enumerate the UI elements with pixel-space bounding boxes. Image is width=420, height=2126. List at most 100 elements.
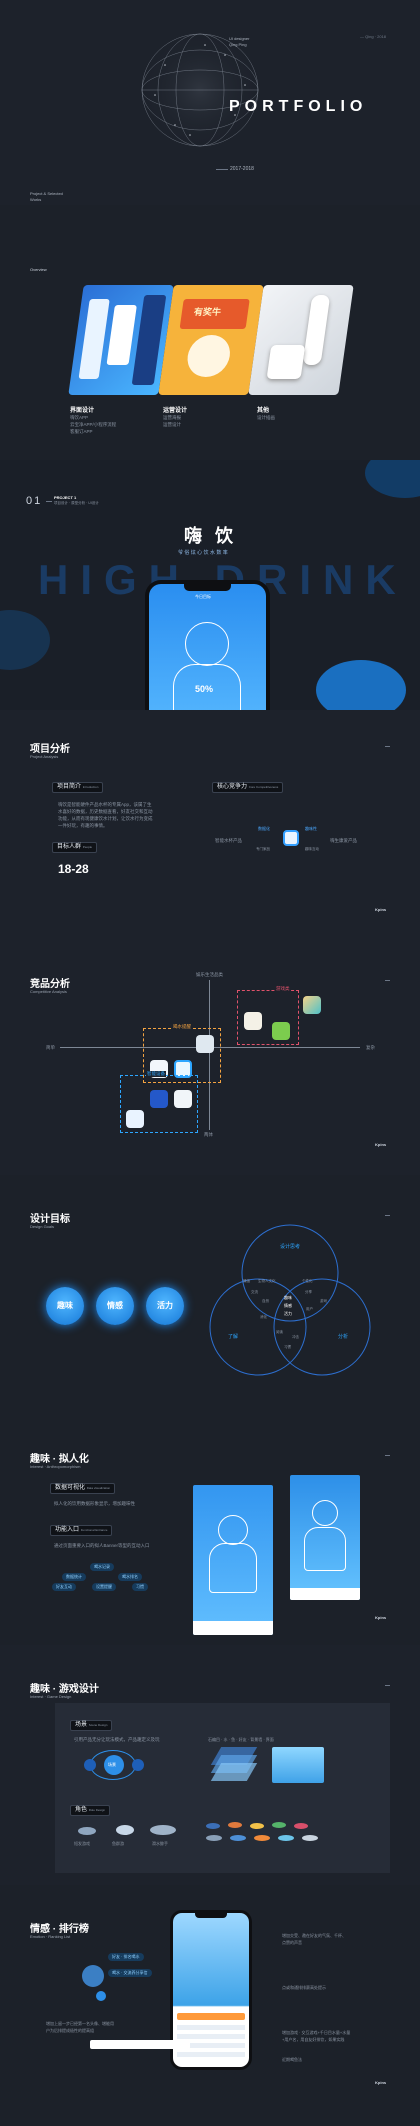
card-line: 云宝净APP/小程序流程	[70, 422, 117, 427]
core-label: 核心竞争力 Core Competitiveness	[212, 782, 284, 793]
section-subtitle: Interest · Anthropomorphism	[30, 1464, 81, 1469]
target-label-en: People	[82, 845, 93, 849]
intro-label-en: Introduction	[82, 785, 99, 789]
brand-mark: Kpins	[375, 1615, 387, 1620]
intro-line: 水喜好的数据，历史数据查看，好友社交和互动	[58, 809, 153, 814]
card-ui-design[interactable]	[68, 285, 174, 395]
venn-word: 用户	[306, 1307, 313, 1311]
intro-line: 一件好玩，有趣的事情。	[58, 823, 108, 828]
intro-line: 功能，从而有现健康饮水计划，让饮水行为变成	[58, 816, 153, 821]
box-game	[237, 990, 299, 1045]
right-text: 增加交受、邀在好友的气氛、千杯、	[282, 1933, 346, 1938]
app-icon	[174, 1090, 192, 1108]
dash	[385, 746, 390, 747]
portfolio-title: PORTFOLIO	[229, 98, 367, 116]
core-a: 数据化	[258, 826, 270, 831]
axis-bottom: 两体	[204, 1132, 213, 1137]
right-text: 近期喝鱼法	[282, 2057, 302, 2062]
scene-dot-left	[84, 1759, 96, 1771]
venn-word: 分享	[305, 1290, 312, 1294]
goal-vitality: 活力	[146, 1287, 184, 1325]
ranking-row-card	[90, 2040, 190, 2049]
section-subtitle: Design Goals	[30, 1224, 55, 1229]
years: 2017-2018	[228, 166, 256, 172]
venn-word: 活力	[284, 1311, 292, 1316]
dash	[385, 1685, 390, 1686]
card-title-ui: 界面设计	[70, 408, 95, 414]
phone-value: 50%	[195, 684, 214, 694]
project-sublabel: 项目设计 · 原型分析 · UI设计	[54, 501, 99, 505]
box-device-label: 智能设备	[146, 1071, 166, 1077]
role-label: 角色 Role Design	[70, 1805, 111, 1816]
layer-stack	[210, 1747, 260, 1787]
pill-text: 场景	[75, 1722, 88, 1728]
scene-preview	[272, 1747, 324, 1783]
chip: 喝水排名	[118, 1573, 142, 1581]
venn-word: 习惯	[284, 1345, 291, 1349]
venn-top: 设计思考	[280, 1244, 301, 1250]
brand-mark: Kpins	[375, 907, 387, 912]
entry-label: 功能入口 Functional Entrance	[50, 1525, 113, 1536]
venn-left: 了解	[228, 1334, 239, 1340]
role-name: 鱼群游	[112, 1841, 124, 1846]
divider	[46, 501, 52, 502]
venn-word: 游戏	[320, 1299, 327, 1303]
section-title: 项目分析	[30, 744, 70, 755]
venn-word: 趣味	[284, 1295, 292, 1300]
core-label-en: Core Competitiveness	[248, 785, 279, 789]
designer-name-2: Qing Ping	[229, 42, 247, 47]
venn-word: 情绪	[243, 1279, 250, 1283]
fun-section: 趣味 · 拟人化 Interest · Anthropomorphism 数据可…	[0, 1415, 420, 1645]
screen-female	[290, 1475, 360, 1600]
section-subtitle: Emotion · Ranking List	[30, 1934, 71, 1939]
project-section: 01 PROJECT 1 项目设计 · 原型分析 · UI设计 HIGH DRI…	[0, 460, 420, 710]
analysis-section: 项目分析 Project Analysis 项目简介 Introduction …	[0, 710, 420, 940]
card-line: 嗨饮APP	[70, 415, 89, 420]
phone-header: 今日目标	[195, 594, 211, 599]
pill-text: 角色	[75, 1807, 88, 1813]
chip: 设置提醒	[92, 1583, 116, 1591]
pill-en: Functional Entrance	[80, 1528, 108, 1532]
scene-dot	[104, 1755, 124, 1775]
section-subtitle: Interest · Game Design	[30, 1694, 72, 1699]
card-line: 客服订APP	[70, 429, 93, 434]
deco-circle	[365, 460, 420, 498]
card-operation-design[interactable]: 有奖牛	[158, 285, 264, 395]
axis-right: 复杂	[366, 1045, 375, 1050]
project-label: PROJECT 1	[54, 495, 77, 500]
app-slogan: 爷 俗 炫 心 饮 水 数 率	[178, 550, 228, 556]
ranking-tag: 好友 · 排名喝水	[108, 1953, 144, 1961]
goal-fun: 趣味	[46, 1287, 84, 1325]
intro-label: 项目简介 Introduction	[52, 782, 104, 793]
app-icon	[174, 1060, 192, 1078]
target-label-text: 目标人群	[57, 844, 82, 850]
card-line: 设计插画	[257, 415, 275, 420]
venn-word: 情感	[284, 1303, 292, 1308]
pill-en: Role Design	[88, 1808, 106, 1812]
dash	[385, 1455, 390, 1456]
core-label-text: 核心竞争力	[217, 784, 248, 790]
card-line: 运营设计	[163, 422, 181, 427]
chip: 好友互动	[52, 1583, 76, 1591]
app-logo	[283, 830, 299, 846]
right-text: 点赞的声音	[282, 1940, 302, 1945]
core-left: 智能水杯产品	[215, 838, 242, 843]
scene-label: 场景 Scene Design	[70, 1720, 113, 1731]
card-title-other: 其他	[257, 408, 270, 414]
venn-diagram	[209, 1224, 371, 1376]
goals-section: 设计目标 Design Goals 趣味 情感 活力 设计思考 了解 分析 情绪…	[0, 1175, 420, 1415]
cover-subtitle: Project & Selected	[30, 191, 63, 196]
role-name: 滑水鲸手	[152, 1841, 168, 1846]
project-number: 01	[26, 495, 43, 507]
ranking-dot	[96, 1991, 106, 2001]
dash	[385, 1215, 390, 1216]
overview-label: Overview	[30, 267, 47, 272]
brand-mark: Kpins	[375, 2080, 387, 2085]
app-icon	[244, 1012, 262, 1030]
card-other[interactable]	[248, 285, 354, 395]
venn-word: 交流	[251, 1290, 258, 1294]
phone-mockup: 今日目标 50%	[145, 580, 270, 710]
chip: 喝水记录	[90, 1563, 114, 1571]
pill-text: 数据可视化	[55, 1485, 86, 1491]
ranking-bubble	[82, 1965, 104, 1987]
